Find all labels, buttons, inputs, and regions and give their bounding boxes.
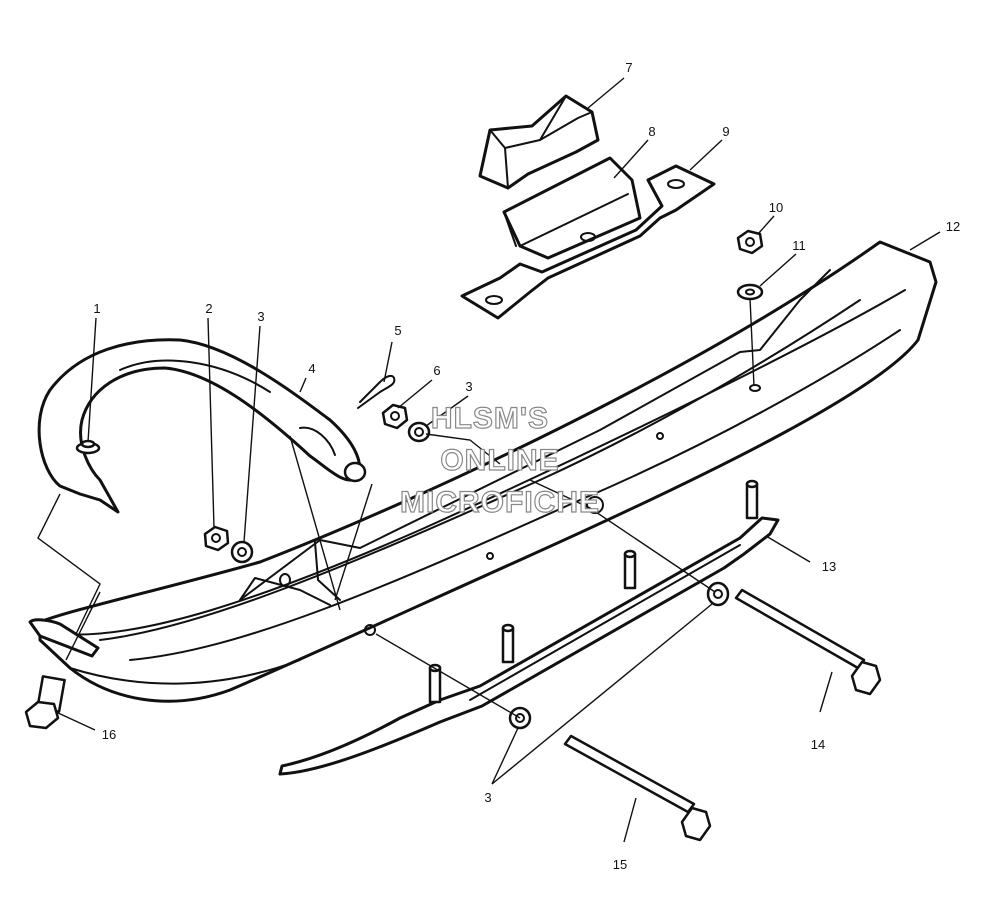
callout-labels: 1 2 3 4 5 6 3 7 8 9 10 11 12 13 14 15 16… [93, 60, 960, 872]
watermark-line-3: MICROFICHE [400, 486, 600, 519]
callout-3-upper: 3 [465, 379, 472, 394]
callout-1: 1 [93, 301, 100, 316]
callout-6: 6 [433, 363, 440, 378]
callout-2: 2 [205, 301, 212, 316]
watermark-line-1: HLSM'S [431, 402, 549, 435]
watermark: HLSM'S ONLINE MICROFICHE [399, 401, 600, 519]
callout-5: 5 [394, 323, 401, 338]
nut-left [203, 525, 230, 552]
callout-4: 4 [308, 361, 315, 376]
callout-11: 11 [792, 238, 806, 253]
ski-body [28, 240, 938, 703]
callout-7: 7 [625, 60, 632, 75]
callout-leaders [55, 77, 941, 843]
callout-9: 9 [722, 124, 729, 139]
saddle-bracket [502, 156, 642, 260]
washer-upper [407, 421, 431, 443]
assembly-lines [37, 297, 755, 719]
bolt-long-right [734, 588, 882, 696]
washer-left [230, 540, 254, 564]
callout-16: 16 [102, 727, 116, 742]
callout-12: 12 [946, 219, 960, 234]
washer-top [736, 283, 764, 301]
nut-top [736, 229, 764, 255]
cotter-pin [357, 374, 396, 409]
callout-15: 15 [613, 857, 627, 872]
callout-8: 8 [648, 124, 655, 139]
callout-3-lower: 3 [484, 790, 491, 805]
watermark-line-2: ONLINE [440, 444, 559, 477]
ski-loop-handle [37, 338, 367, 514]
washer-lower-right [706, 581, 730, 607]
wear-plate [460, 164, 716, 320]
callout-10: 10 [769, 200, 783, 215]
saddle-cushion [478, 94, 600, 190]
carbide-runner [278, 479, 780, 776]
callout-14: 14 [811, 737, 825, 752]
callout-3-left: 3 [257, 309, 264, 324]
callout-13: 13 [822, 559, 836, 574]
bolt-long-left [563, 734, 712, 842]
flange-bolt [24, 675, 66, 730]
castle-nut [381, 403, 409, 430]
